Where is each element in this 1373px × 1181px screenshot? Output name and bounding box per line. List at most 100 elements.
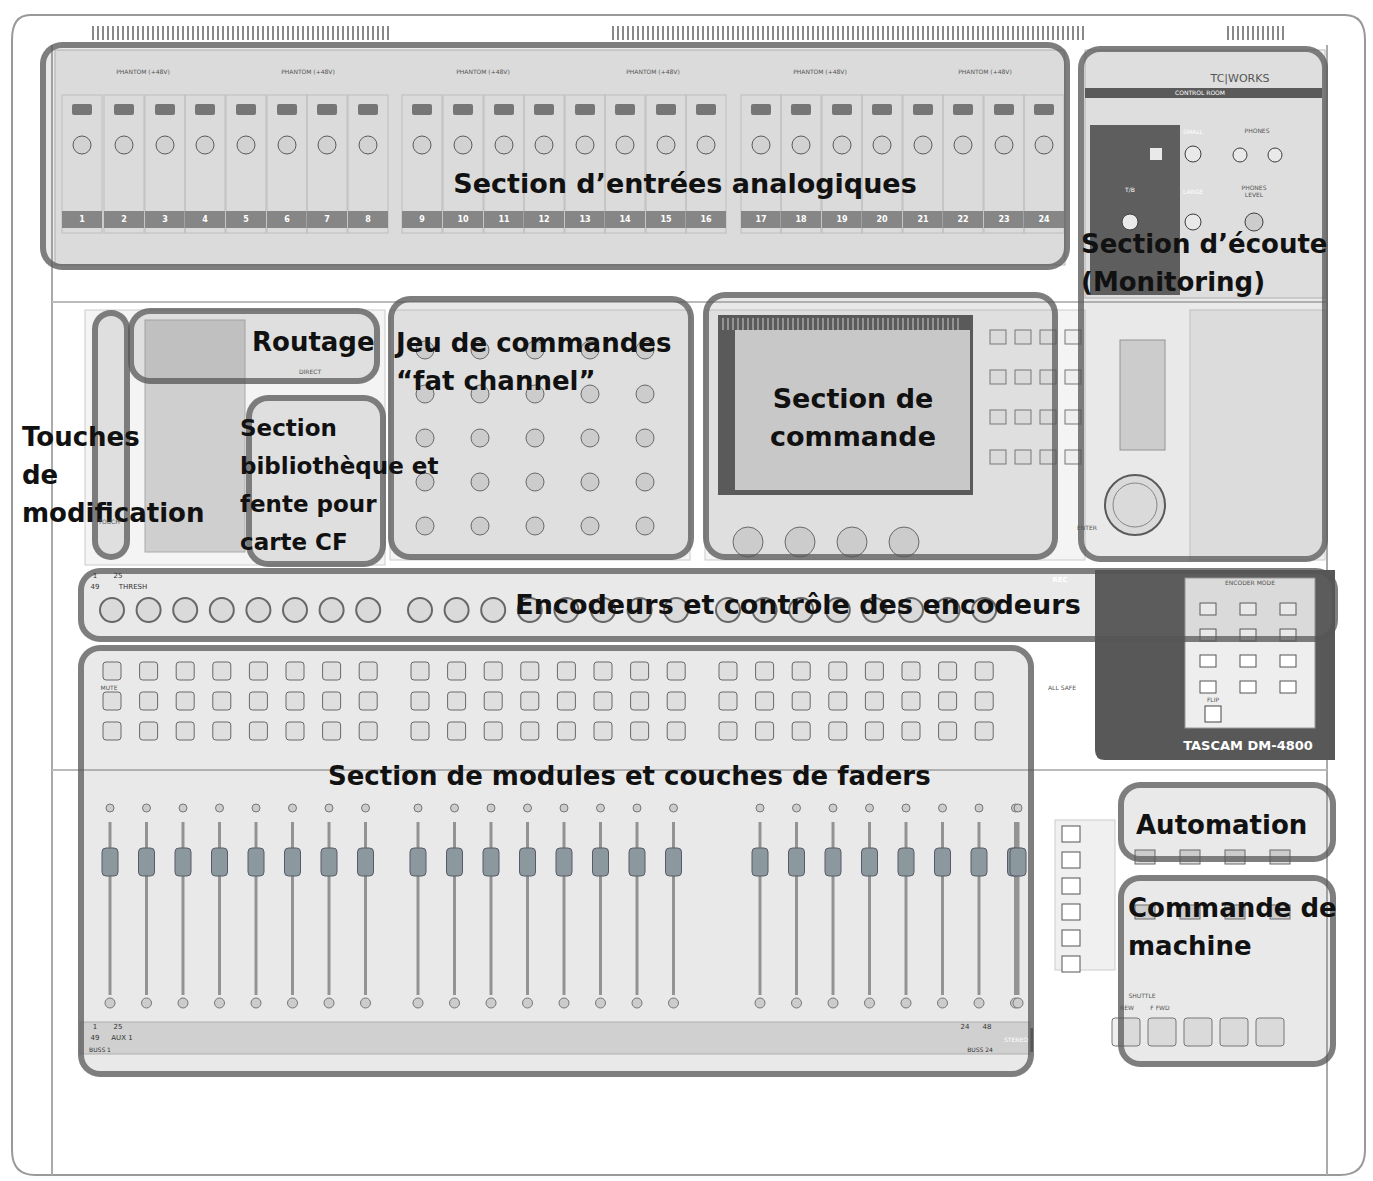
panel-marking: 16 xyxy=(700,216,711,225)
panel-marking: TASCAM DM-4800 xyxy=(1183,739,1313,753)
vent-slot xyxy=(1057,26,1059,40)
vent-slot xyxy=(102,26,104,40)
vent-slot xyxy=(112,26,114,40)
vent-slot xyxy=(722,26,724,40)
vent-slot xyxy=(992,26,994,40)
panel-marking: 2 xyxy=(121,216,127,225)
vent-slot xyxy=(647,26,649,40)
panel-marking: STEREO xyxy=(1004,1037,1028,1044)
encoder-mode-button xyxy=(1240,681,1256,693)
section-label: Encodeurs et contrôle des encodeurs xyxy=(478,586,1118,624)
panel-marking: 18 xyxy=(795,216,806,225)
panel-marking: 49 xyxy=(91,584,100,592)
vent-slot xyxy=(777,26,779,40)
vent-slot xyxy=(157,26,159,40)
vent-slot xyxy=(842,26,844,40)
vent-slot xyxy=(162,26,164,40)
vent-slot xyxy=(327,26,329,40)
panel-marking: 4 xyxy=(202,216,208,225)
vent-slot xyxy=(677,26,679,40)
vent-slot xyxy=(202,26,204,40)
vent-slot xyxy=(967,26,969,40)
vent-slot xyxy=(947,26,949,40)
vent-slot xyxy=(822,26,824,40)
button xyxy=(1062,956,1080,972)
console-outline xyxy=(12,15,1365,1175)
panel-marking: 19 xyxy=(836,216,847,225)
panel-marking: 11 xyxy=(498,216,509,225)
vent-slot xyxy=(742,26,744,40)
panel-marking: PHANTOM (+48V) xyxy=(116,69,170,76)
vent-slot xyxy=(97,26,99,40)
vent-slot xyxy=(732,26,734,40)
vent-slot xyxy=(837,26,839,40)
vent-slot xyxy=(1012,26,1014,40)
vent-slot xyxy=(1262,26,1264,40)
section-label: Routage xyxy=(252,323,392,361)
vent-slot xyxy=(772,26,774,40)
encoder-mode-button xyxy=(1280,655,1296,667)
panel-marking: 1 xyxy=(93,1024,97,1032)
vent-slot xyxy=(152,26,154,40)
section-label: Automation xyxy=(1136,806,1346,844)
vent-slot xyxy=(862,26,864,40)
panel-marking: FLIP xyxy=(1207,697,1219,704)
panel-marking: 12 xyxy=(538,216,549,225)
vent-slot xyxy=(1257,26,1259,40)
panel-marking: ENTER xyxy=(1077,525,1097,532)
vent-slot xyxy=(717,26,719,40)
vent-slot xyxy=(897,26,899,40)
vent-slot xyxy=(372,26,374,40)
vent-slot xyxy=(337,26,339,40)
vent-slot xyxy=(127,26,129,40)
vent-slot xyxy=(832,26,834,40)
section-label: Section d’écoute (Monitoring) xyxy=(1081,225,1356,301)
vent-slot xyxy=(272,26,274,40)
vent-slot xyxy=(232,26,234,40)
panel-marking: 8 xyxy=(365,216,371,225)
button xyxy=(1062,904,1080,920)
vent-slot xyxy=(257,26,259,40)
vent-slot xyxy=(1052,26,1054,40)
section-overlay: Section de modules et couches de faders xyxy=(78,645,1034,1077)
panel-marking: 23 xyxy=(998,216,1009,225)
vent-slot xyxy=(1042,26,1044,40)
vent-slot xyxy=(977,26,979,40)
vent-slot xyxy=(287,26,289,40)
vent-slot xyxy=(902,26,904,40)
vent-slot xyxy=(912,26,914,40)
vent-slot xyxy=(1027,26,1029,40)
vent-slot xyxy=(702,26,704,40)
section-overlay: Commande de machine xyxy=(1118,875,1336,1067)
vent-slot xyxy=(142,26,144,40)
vent-slot xyxy=(827,26,829,40)
vent-slot xyxy=(807,26,809,40)
vent-slot xyxy=(982,26,984,40)
vent-slot xyxy=(957,26,959,40)
panel-marking: 24 xyxy=(1038,216,1049,225)
vent-slot xyxy=(117,26,119,40)
panel-marking: 13 xyxy=(579,216,590,225)
section-overlay: Section de commande xyxy=(703,292,1058,560)
vent-slot xyxy=(302,26,304,40)
encoder-mode-button xyxy=(1280,681,1296,693)
button-column xyxy=(1055,820,1115,970)
vent-slot xyxy=(672,26,674,40)
vent-slot xyxy=(852,26,854,40)
vent-slot xyxy=(1067,26,1069,40)
panel-marking: PHONES xyxy=(1245,128,1270,135)
vent-slot xyxy=(857,26,859,40)
panel-marking: CONTROL ROOM xyxy=(1175,90,1225,97)
vent-slot xyxy=(662,26,664,40)
vent-slot xyxy=(757,26,759,40)
panel-marking: 15 xyxy=(660,216,671,225)
vent-slot xyxy=(847,26,849,40)
vent-slot xyxy=(762,26,764,40)
section-overlay: Section d’écoute (Monitoring) xyxy=(1078,46,1328,562)
encoder-mode-button xyxy=(1240,655,1256,667)
panel-marking: 7 xyxy=(324,216,330,225)
vent-slot xyxy=(147,26,149,40)
vent-slot xyxy=(282,26,284,40)
panel-marking: PHONES LEVEL xyxy=(1234,185,1274,198)
vent-slot xyxy=(907,26,909,40)
